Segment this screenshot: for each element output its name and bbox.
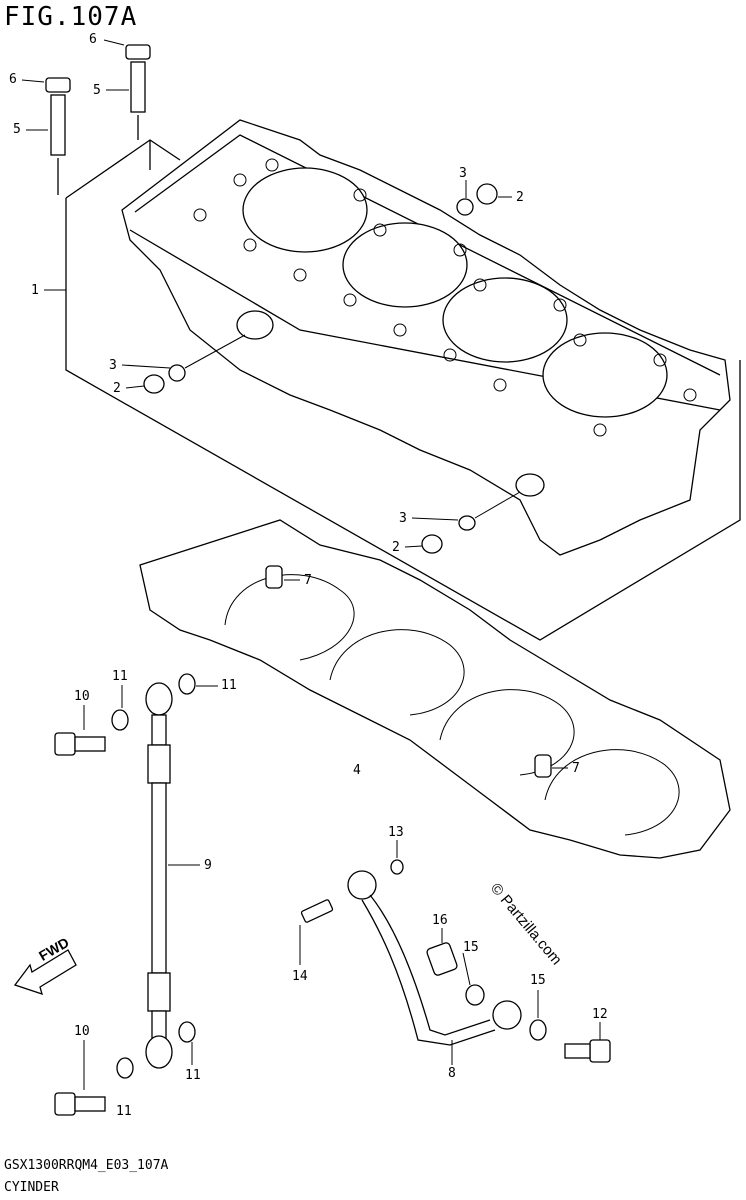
head-gasket — [139, 519, 731, 859]
callout-15b: 15 — [530, 973, 546, 988]
callout-11b: 11 — [221, 678, 237, 693]
callout-6b: 6 — [9, 72, 17, 87]
figure-code: GSX1300RRQM4_E03_107A — [4, 1158, 169, 1173]
callout-3b: 3 — [109, 358, 117, 373]
oil-hose — [145, 682, 173, 1069]
callout-13: 13 — [388, 825, 404, 840]
callout-7b: 7 — [572, 761, 580, 776]
callout-1: 1 — [31, 283, 39, 298]
callout-2a: 2 — [516, 190, 524, 205]
callout-15a: 15 — [463, 940, 479, 955]
callout-11a: 11 — [112, 669, 128, 684]
callout-8: 8 — [448, 1066, 456, 1081]
cylinder-block-frame — [65, 139, 741, 641]
callout-11c: 11 — [185, 1068, 201, 1083]
callout-5b: 5 — [13, 122, 21, 137]
callout-7a: 7 — [304, 573, 312, 588]
callout-3c: 3 — [399, 511, 407, 526]
cylinder-block — [121, 119, 731, 556]
caps-and-orings — [143, 183, 521, 554]
bolts-and-washers — [54, 673, 611, 1116]
callout-10a: 10 — [74, 689, 90, 704]
leader-lines — [21, 39, 601, 1090]
callout-3a: 3 — [459, 166, 467, 181]
figure-name: CYINDER — [4, 1180, 59, 1195]
oil-pipe — [300, 859, 522, 1046]
callout-10b: 10 — [74, 1024, 90, 1039]
callout-2c: 2 — [392, 540, 400, 555]
callout-2b: 2 — [113, 381, 121, 396]
fwd-arrow-icon — [13, 949, 77, 996]
figure-title: FIG.107A — [4, 2, 138, 32]
callout-6a: 6 — [89, 32, 97, 47]
callout-14: 14 — [292, 969, 308, 984]
callout-5a: 5 — [93, 83, 101, 98]
callout-11d: 11 — [116, 1104, 132, 1119]
callout-9: 9 — [204, 858, 212, 873]
studs-and-nuts — [45, 44, 151, 195]
callout-4: 4 — [353, 763, 361, 778]
callout-16: 16 — [432, 913, 448, 928]
callout-12: 12 — [592, 1007, 608, 1022]
